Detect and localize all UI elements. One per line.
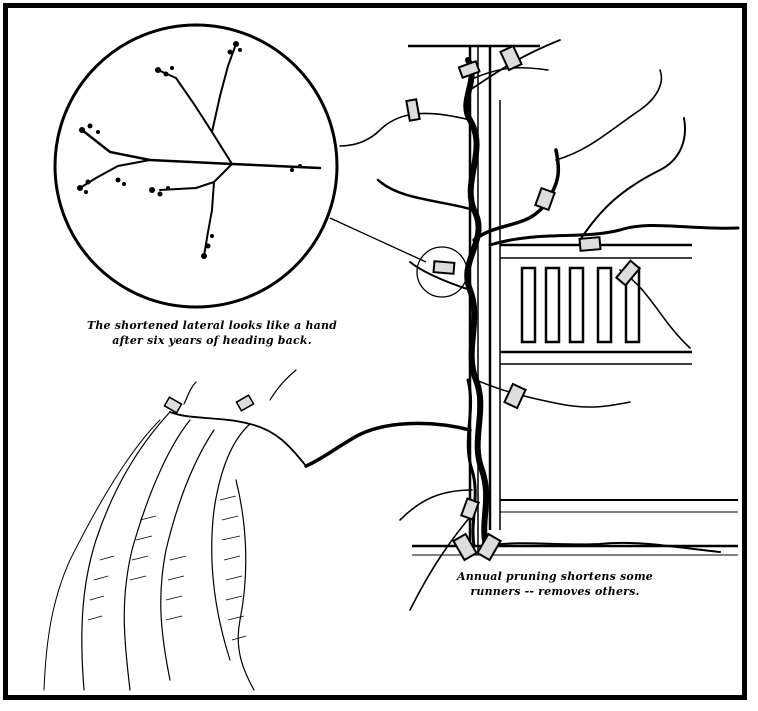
pruning-caption-line-2: runners -- removes others. (440, 584, 670, 599)
hand-lateral-caption: The shortened lateral looks like a hand … (62, 318, 362, 348)
hand-caption-line-2: after six years of heading back. (62, 333, 362, 348)
wisteria-foliage-sketch (44, 370, 306, 690)
foliage-hatching (88, 496, 246, 640)
pruning-caption-line-1: Annual pruning shortens some (440, 569, 670, 584)
foliage-ties (164, 395, 253, 413)
annual-pruning-caption: Annual pruning shortens some runners -- … (440, 569, 670, 599)
hand-caption-line-1: The shortened lateral looks like a hand (62, 318, 362, 333)
magnified-lateral-inset (55, 25, 337, 307)
inset-pointer (330, 218, 467, 297)
